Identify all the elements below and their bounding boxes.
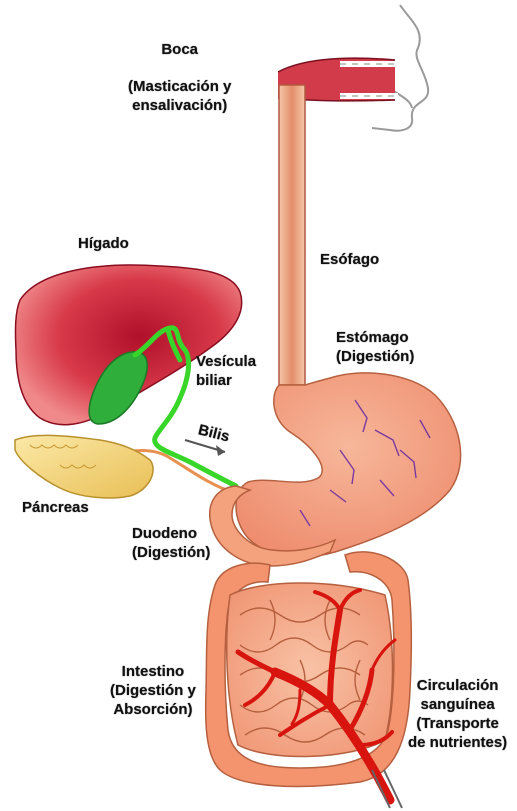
label-intestine-line3: Absorción) xyxy=(110,700,196,719)
label-mouth-line2: (Masticación y xyxy=(128,77,231,96)
stomach xyxy=(236,373,461,557)
pancreas xyxy=(15,435,153,498)
label-gallbladder-title: Vesícula xyxy=(196,352,256,371)
label-pancreas-title: Páncreas xyxy=(22,498,89,517)
label-intestine: Intestino (Digestión y Absorción) xyxy=(110,662,196,719)
label-duodenum-line2: (Digestión) xyxy=(132,543,210,562)
label-gallbladder-line2: biliar xyxy=(196,371,256,390)
label-mouth-title: Boca xyxy=(128,40,231,59)
label-mouth: Boca (Masticación y ensalivación) xyxy=(128,40,231,115)
label-circulation: Circulación sanguínea (Transporte de nut… xyxy=(408,676,507,752)
label-circulation-title: Circulación xyxy=(408,676,507,695)
label-circulation-line4: de nutrientes) xyxy=(408,733,507,752)
label-intestine-title: Intestino xyxy=(110,662,196,681)
label-stomach-title: Estómago xyxy=(336,328,414,347)
label-duodenum: Duodeno (Digestión) xyxy=(132,524,210,562)
label-liver-title: Hígado xyxy=(78,234,129,253)
label-duodenum-title: Duodeno xyxy=(132,524,210,543)
esophagus xyxy=(279,85,305,385)
label-esophagus-title: Esófago xyxy=(320,250,379,269)
label-gallbladder: Vesícula biliar xyxy=(196,352,256,390)
label-pancreas: Páncreas xyxy=(22,498,89,517)
label-stomach-line2: (Digestión) xyxy=(336,347,414,366)
label-esophagus: Esófago xyxy=(320,250,379,269)
label-stomach: Estómago (Digestión) xyxy=(336,328,414,366)
label-mouth-line3: ensalivación) xyxy=(128,96,231,115)
label-liver: Hígado xyxy=(78,234,129,253)
label-circulation-line3: (Transporte xyxy=(408,714,507,733)
label-intestine-line2: (Digestión y xyxy=(110,681,196,700)
label-circulation-line2: sanguínea xyxy=(408,695,507,714)
